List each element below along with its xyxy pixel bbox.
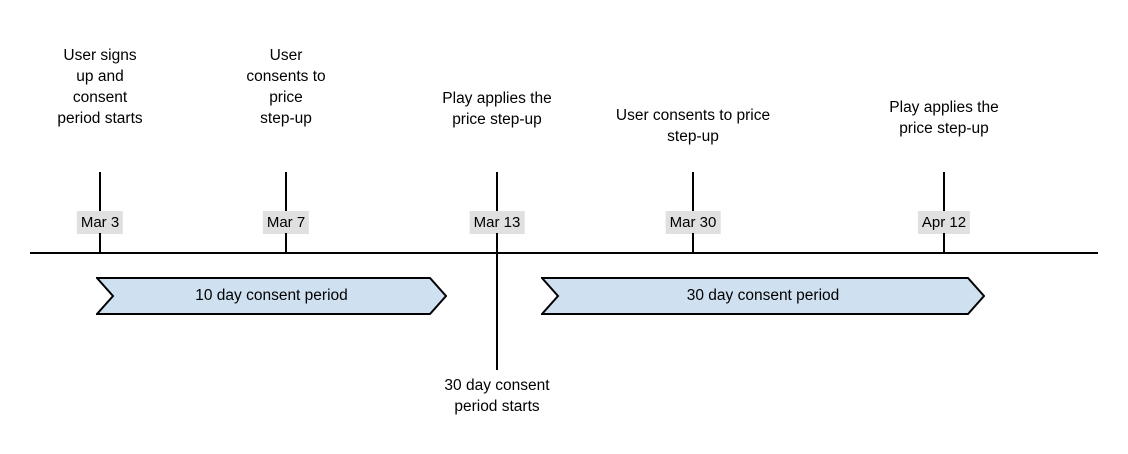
- chevron-shape-30-day: [541, 277, 985, 315]
- date-chip-mar-3: Mar 3: [76, 211, 124, 234]
- date-chip-mar-7: Mar 7: [262, 211, 310, 234]
- tick-apr-12: [943, 172, 945, 212]
- event-caption-mar-7: User consents to price step-up: [246, 47, 326, 127]
- event-caption-mar-13-below: 30 day consent period starts: [444, 377, 550, 415]
- date-chip-apr-12: Apr 12: [917, 211, 971, 234]
- tick-mar-30-lower: [692, 233, 694, 253]
- tick-apr-12-lower: [943, 233, 945, 253]
- period-bar-30-day: 30 day consent period: [541, 277, 985, 315]
- tick-mar-3: [99, 172, 101, 212]
- timeline-axis: [30, 252, 1098, 254]
- event-caption-apr-12: Play applies the price step-up: [889, 99, 999, 137]
- date-chip-mar-13: Mar 13: [469, 211, 525, 234]
- chevron-shape-10-day: [96, 277, 447, 315]
- event-caption-mar-30: User consents to price step-up: [615, 107, 771, 145]
- event-caption-mar-13: Play applies the price step-up: [442, 90, 552, 128]
- tick-mar-7-lower: [285, 233, 287, 253]
- tick-mar-3-lower: [99, 233, 101, 253]
- date-chip-mar-30: Mar 30: [665, 211, 721, 234]
- tick-mar-30: [692, 172, 694, 212]
- tick-mar-13-lower: [496, 233, 498, 370]
- event-caption-mar-3: User signs up and consent period starts: [57, 47, 143, 127]
- tick-mar-7: [285, 172, 287, 212]
- period-bar-10-day: 10 day consent period: [96, 277, 447, 315]
- tick-mar-13: [496, 172, 498, 212]
